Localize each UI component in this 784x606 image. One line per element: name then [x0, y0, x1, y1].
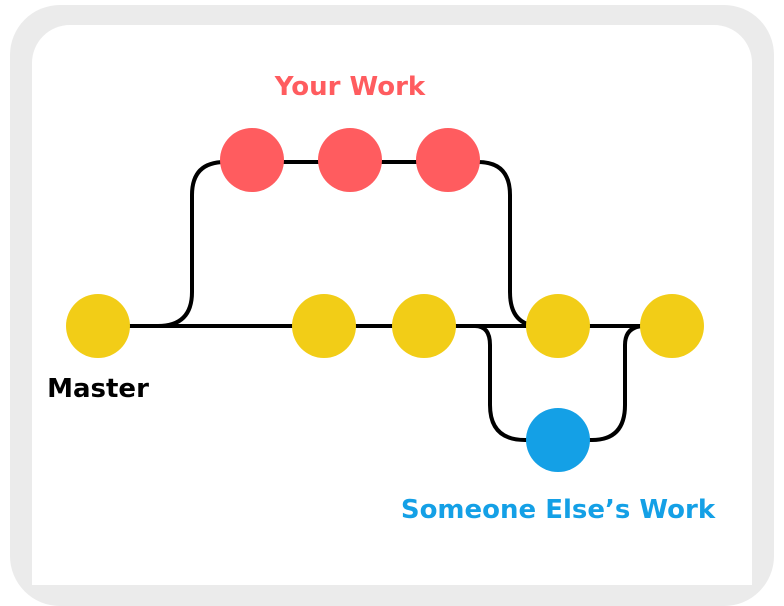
someone-else-commit [526, 408, 590, 472]
someone-else-branch-line [454, 324, 647, 442]
master-commits [66, 294, 704, 358]
master-commit-1 [66, 294, 130, 358]
your-work-commit-2 [318, 128, 382, 192]
frame-inner-bottom [32, 540, 752, 585]
master-commit-5 [640, 294, 704, 358]
master-commit-3 [392, 294, 456, 358]
your-work-commit-1 [220, 128, 284, 192]
master-commit-4 [526, 294, 590, 358]
master-commit-2 [292, 294, 356, 358]
your-work-label: Your Work [274, 72, 426, 102]
master-label: Master [47, 374, 149, 404]
someone-else-label: Someone Else’s Work [401, 495, 716, 525]
your-work-commit-3 [416, 128, 480, 192]
your-work-commits [220, 128, 480, 192]
